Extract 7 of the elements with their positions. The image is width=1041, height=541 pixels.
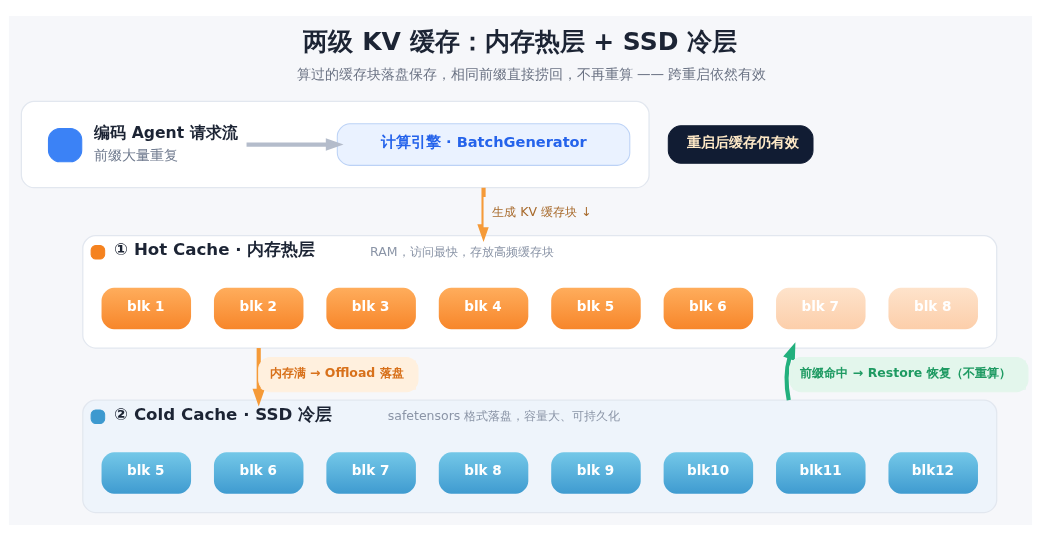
edge-label: 内存满 → Offload 落盘 bbox=[269, 365, 404, 381]
node-label: 前缀大量重复 bbox=[94, 146, 179, 163]
node-label: 编码 Agent 请求流 bbox=[94, 124, 238, 143]
edge-label: 前缀命中 → Restore 恢复（不重算） bbox=[800, 365, 1011, 381]
diagram-title: 两级 KV 缓存：内存热层 + SSD 冷层 bbox=[303, 26, 738, 56]
caption: 算过的缓存块落盘保存，相同前缀直接捞回，不再重算 —— 跨重启依然有效 bbox=[296, 65, 767, 82]
edge-label: 生成 KV 缓存块 ↓ bbox=[492, 203, 592, 219]
